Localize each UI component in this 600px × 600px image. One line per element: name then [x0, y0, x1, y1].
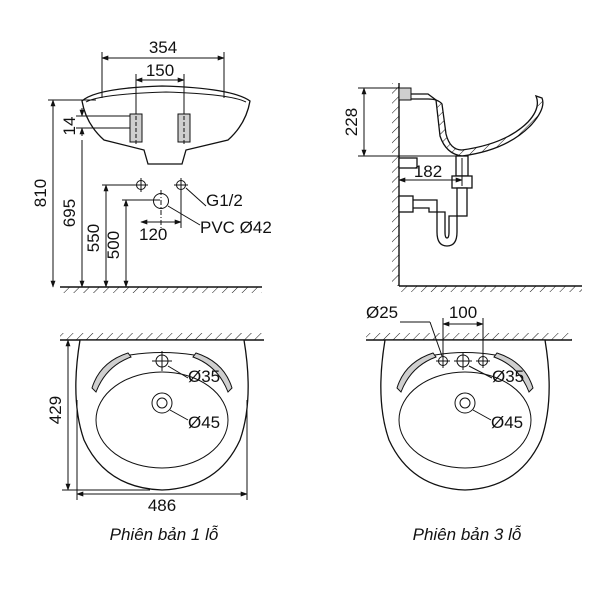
side-view: 228 182	[342, 83, 582, 292]
dim-width: 486	[148, 496, 176, 515]
dim-height-total: 810	[31, 179, 50, 207]
dim-120: 120	[139, 225, 167, 244]
dim-drain-1: Ø45	[188, 413, 220, 432]
dim-bolt-spacing: 150	[146, 61, 174, 80]
p-trap	[436, 211, 458, 247]
basin-side-section	[401, 93, 544, 157]
side-floor-hatch	[399, 286, 582, 292]
wall-hatch-1	[60, 333, 264, 340]
dim-overall-width: 354	[149, 38, 177, 57]
dim-550: 550	[84, 224, 103, 252]
basin-rim-line	[85, 91, 247, 103]
bowl-inner-1	[95, 371, 229, 469]
caption-1-hole: Phiên bản 1 lỗ	[110, 525, 219, 544]
supply-right-symbol	[174, 178, 188, 192]
basin-front-outline	[81, 85, 251, 165]
wall-bracket	[398, 87, 412, 101]
floor-hatch	[60, 287, 262, 293]
wall-hatch-3	[366, 333, 572, 340]
dim-14: 14	[60, 117, 79, 136]
wall-hatch	[392, 83, 399, 286]
dim-hole-spacing: 100	[449, 303, 477, 322]
dim-695: 695	[60, 199, 79, 227]
caption-3-hole: Phiên bản 3 lỗ	[413, 525, 522, 544]
front-view: 354 150 810 14 695 550 500	[31, 38, 272, 293]
label-pvc: PVC Ø42	[200, 218, 272, 237]
dim-tap-hole-3: Ø35	[492, 367, 524, 386]
basin-top-outline-3	[380, 339, 550, 491]
top-view-1-hole: Ø35 Ø45 429 486 Phiên bản 1 lỗ	[46, 333, 264, 544]
wall-flange	[398, 195, 414, 213]
bowl-inner-3	[398, 371, 532, 469]
dim-tap-hole-1: Ø35	[188, 367, 220, 386]
dim-side-hole: Ø25	[366, 303, 398, 322]
top-view-3-hole: Ø25 100 Ø35 Ø45 Phiên bản 3 lỗ	[366, 303, 572, 544]
side-hole-left	[436, 354, 450, 368]
dim-228: 228	[342, 108, 361, 136]
dim-500: 500	[104, 231, 123, 259]
dim-182: 182	[414, 162, 442, 181]
dim-drain-3: Ø45	[491, 413, 523, 432]
tap-hole-3	[454, 352, 472, 370]
drain-hole-3	[454, 392, 476, 414]
angle-valve	[398, 157, 418, 169]
dim-depth: 429	[46, 396, 65, 424]
side-hole-right	[476, 354, 490, 368]
label-g12: G1/2	[206, 191, 243, 210]
tap-hole-1	[152, 351, 172, 371]
supply-left-symbol	[134, 178, 148, 192]
drain-hole-1	[151, 392, 173, 414]
